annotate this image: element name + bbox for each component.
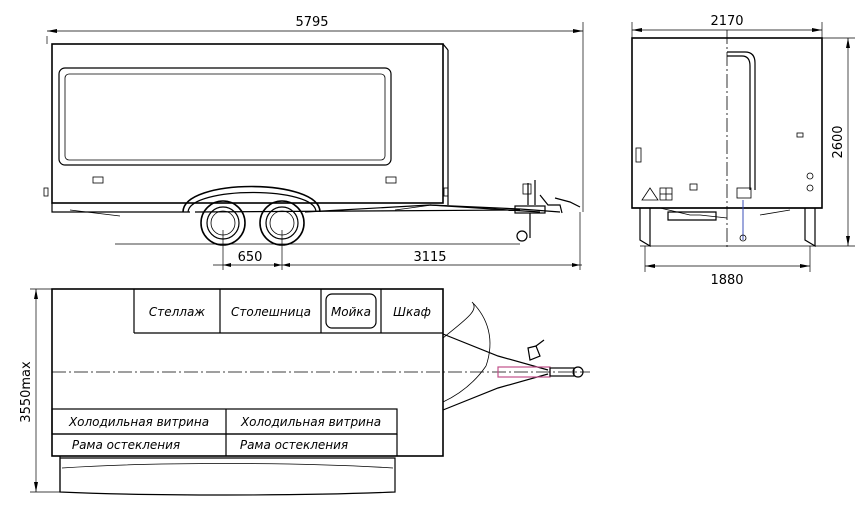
label-countertop: Столешница <box>231 305 311 319</box>
sink-basin <box>325 293 377 329</box>
dimension-overall-length-label: 5795 <box>295 15 328 30</box>
front-view: 2170 1880 <box>631 14 855 288</box>
label-glazing-right: Рама остекления <box>240 438 348 452</box>
dimension-axle-to-hitch-label: 3115 <box>413 250 446 265</box>
dimension-plan-width-label: 3550max <box>19 361 34 423</box>
label-glazing-left: Рама остекления <box>72 438 180 452</box>
dimension-overall-height: 2600 <box>822 37 855 247</box>
dimension-track-width-label: 1880 <box>710 273 743 288</box>
serving-window <box>58 67 392 166</box>
fender <box>182 185 321 213</box>
equipment-top-row: Стеллаж Столешница Мойка Шкаф <box>133 289 443 334</box>
dimension-plan-width: 3550max <box>19 288 60 493</box>
dimension-track-width: 1880 <box>644 246 811 288</box>
dimension-overall-height-label: 2600 <box>831 125 846 158</box>
dimension-overall-width-label: 2170 <box>710 14 743 29</box>
side-view: 5795 <box>43 15 584 270</box>
plan-body <box>51 288 444 457</box>
label-cabinet: Шкаф <box>393 305 431 319</box>
label-sink: Мойка <box>331 305 371 319</box>
equipment-bottom-row: Холодильная витрина Холодильная витрина … <box>51 408 398 456</box>
dimension-axle-spacing-label: 650 <box>238 250 263 265</box>
serving-window-open <box>59 456 396 496</box>
label-shelf: Стеллаж <box>149 305 205 319</box>
label-fridge-right: Холодильная витрина <box>240 415 381 429</box>
label-fridge-left: Холодильная витрина <box>68 415 209 429</box>
dimension-overall-length: 5795 <box>46 15 584 212</box>
trailer-body <box>51 43 444 204</box>
hitch-side <box>429 180 581 242</box>
plan-view: 3550max Стеллаж Столешница Мойка Шкаф Хо… <box>19 288 590 496</box>
dimension-axles: 650 3115 <box>213 212 582 270</box>
hitch-plan <box>442 301 584 411</box>
